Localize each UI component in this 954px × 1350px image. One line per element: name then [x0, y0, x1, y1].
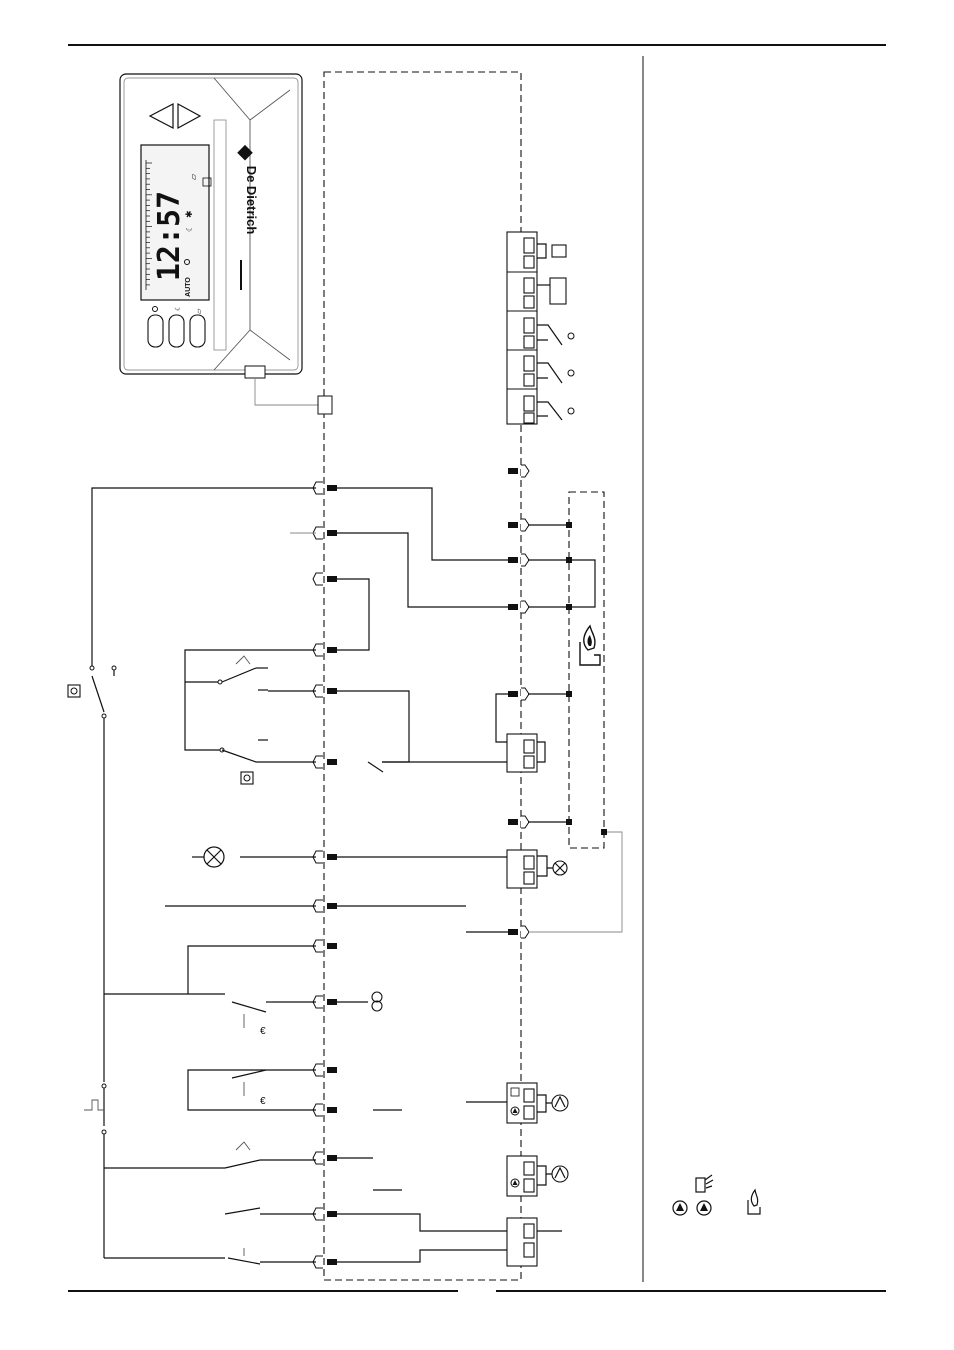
mains-module	[507, 1218, 562, 1266]
thermostat-clock: 12:57	[152, 191, 187, 281]
room-thermostat-contact-symbol	[68, 685, 80, 697]
safety-thermostat-symbol	[241, 772, 253, 784]
legend-pump-icon-2	[697, 1201, 711, 1215]
tap-icon: ▱	[189, 173, 198, 180]
dhw-button[interactable]	[190, 315, 205, 347]
heating-pump-module	[507, 1156, 568, 1196]
legend	[673, 1175, 760, 1215]
dhw-pump-module	[507, 1083, 568, 1123]
euro-symbol-2: €	[260, 1096, 266, 1107]
burner-flame-icon	[580, 626, 600, 665]
internal-wiring	[290, 488, 512, 1262]
battery-icon	[552, 245, 566, 257]
thermostat-mode: AUTO	[185, 277, 192, 297]
auxiliary-box	[550, 278, 566, 304]
left-terminal-9	[313, 940, 337, 952]
legend-pump-icon-1	[673, 1201, 687, 1215]
comfort-button[interactable]	[148, 315, 163, 347]
left-terminal-11	[313, 1064, 337, 1076]
legend-flame-icon	[748, 1190, 760, 1214]
left-terminal-6	[313, 756, 337, 768]
left-terminal-strip	[313, 482, 337, 1268]
snowflake-icon: ✱	[184, 210, 194, 218]
legend-dhw-icon	[696, 1175, 713, 1192]
timer-contact-symbol	[84, 1100, 104, 1110]
reduced-icon: ☾	[174, 305, 182, 311]
external-wiring: € €	[68, 488, 316, 1264]
burner-zone-outline	[569, 492, 604, 848]
right-terminal-2	[508, 519, 529, 531]
right-terminal-1	[508, 465, 529, 477]
top-relay-stack	[507, 232, 574, 424]
lamp-module	[507, 850, 567, 888]
brand-logo: De Dietrich	[244, 166, 259, 235]
dhw-icon: ▱	[196, 308, 203, 314]
reduced-button[interactable]	[169, 315, 184, 347]
right-terminal-6	[508, 816, 529, 828]
left-terminal-12	[313, 1104, 337, 1116]
moon-icon: ☾	[185, 225, 194, 232]
pressure-module	[507, 734, 545, 772]
control-board-outline	[324, 72, 521, 1280]
room-thermostat: 12:57 AUTO ☾ ✱ ▱ ☾ ▱ De Dietrich	[120, 74, 332, 414]
euro-symbol: €	[260, 1026, 266, 1037]
